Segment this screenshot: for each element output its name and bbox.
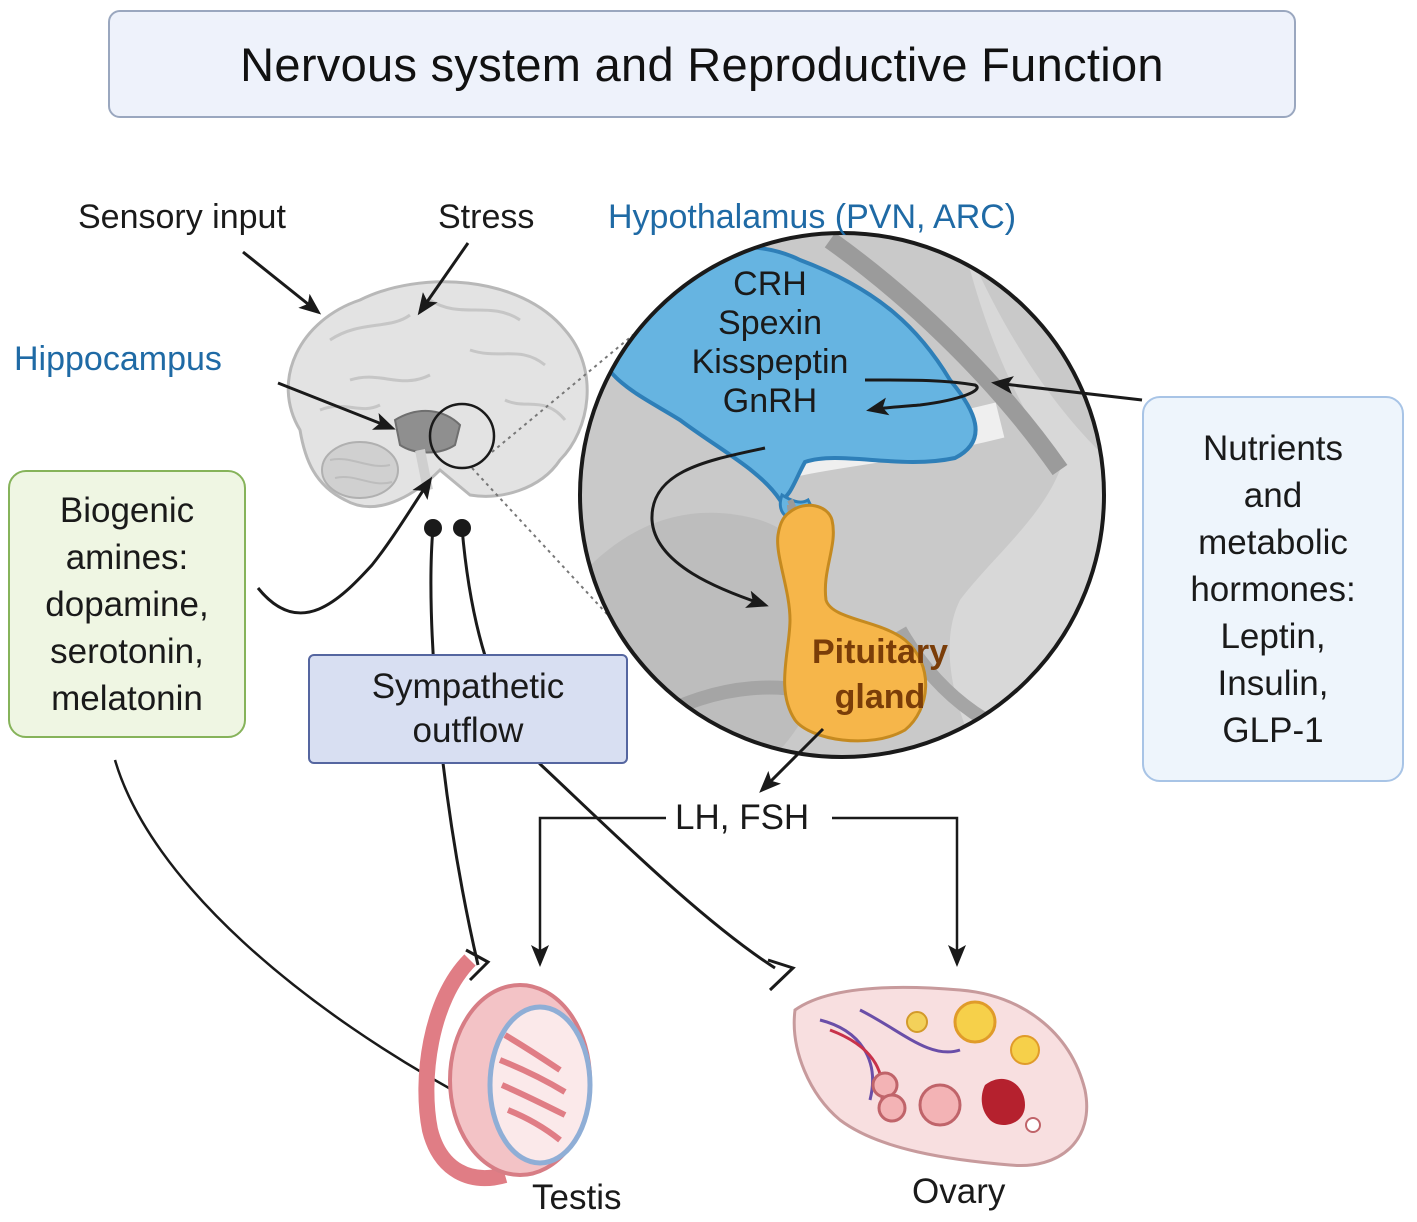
- ovary-illustration: [792, 985, 1089, 1168]
- hormone-kisspeptin: Kisspeptin: [691, 343, 849, 381]
- hippocampus-label: Hippocampus: [14, 340, 222, 378]
- brain-illustration: [286, 280, 589, 508]
- sympathetic-outflow-box: Sympathetic outflow: [308, 654, 628, 764]
- ovary-label: Ovary: [912, 1172, 1006, 1211]
- diagram-title: Nervous system and Reproductive Function: [240, 37, 1164, 91]
- hormone-crh: CRH: [733, 265, 807, 303]
- sensory-input-label: Sensory input: [78, 198, 286, 236]
- stress-label: Stress: [438, 198, 535, 236]
- hypothalamus-label: Hypothalamus (PVN, ARC): [608, 198, 1017, 236]
- biogenic-amines-box: Biogenic amines: dopamine, serotonin, me…: [8, 470, 246, 738]
- hormone-spexin: Spexin: [718, 304, 822, 342]
- lh-fsh-label: LH, FSH: [675, 798, 810, 837]
- hypothalamus-zoom-circle: [578, 231, 1106, 759]
- nutrients-metabolic-hormones-box: Nutrients and metabolic hormones: Leptin…: [1142, 396, 1404, 782]
- hormone-gnrh: GnRH: [722, 382, 818, 420]
- hypothalamus-hormone-list: CRH Spexin Kisspeptin GnRH: [660, 265, 880, 421]
- testis-label: Testis: [532, 1178, 622, 1217]
- testis-illustration: [418, 954, 593, 1186]
- pituitary-gland-label: Pituitary gland: [811, 633, 949, 716]
- title-box: Nervous system and Reproductive Function: [108, 10, 1296, 118]
- pituitary-gland-shape: [776, 503, 928, 743]
